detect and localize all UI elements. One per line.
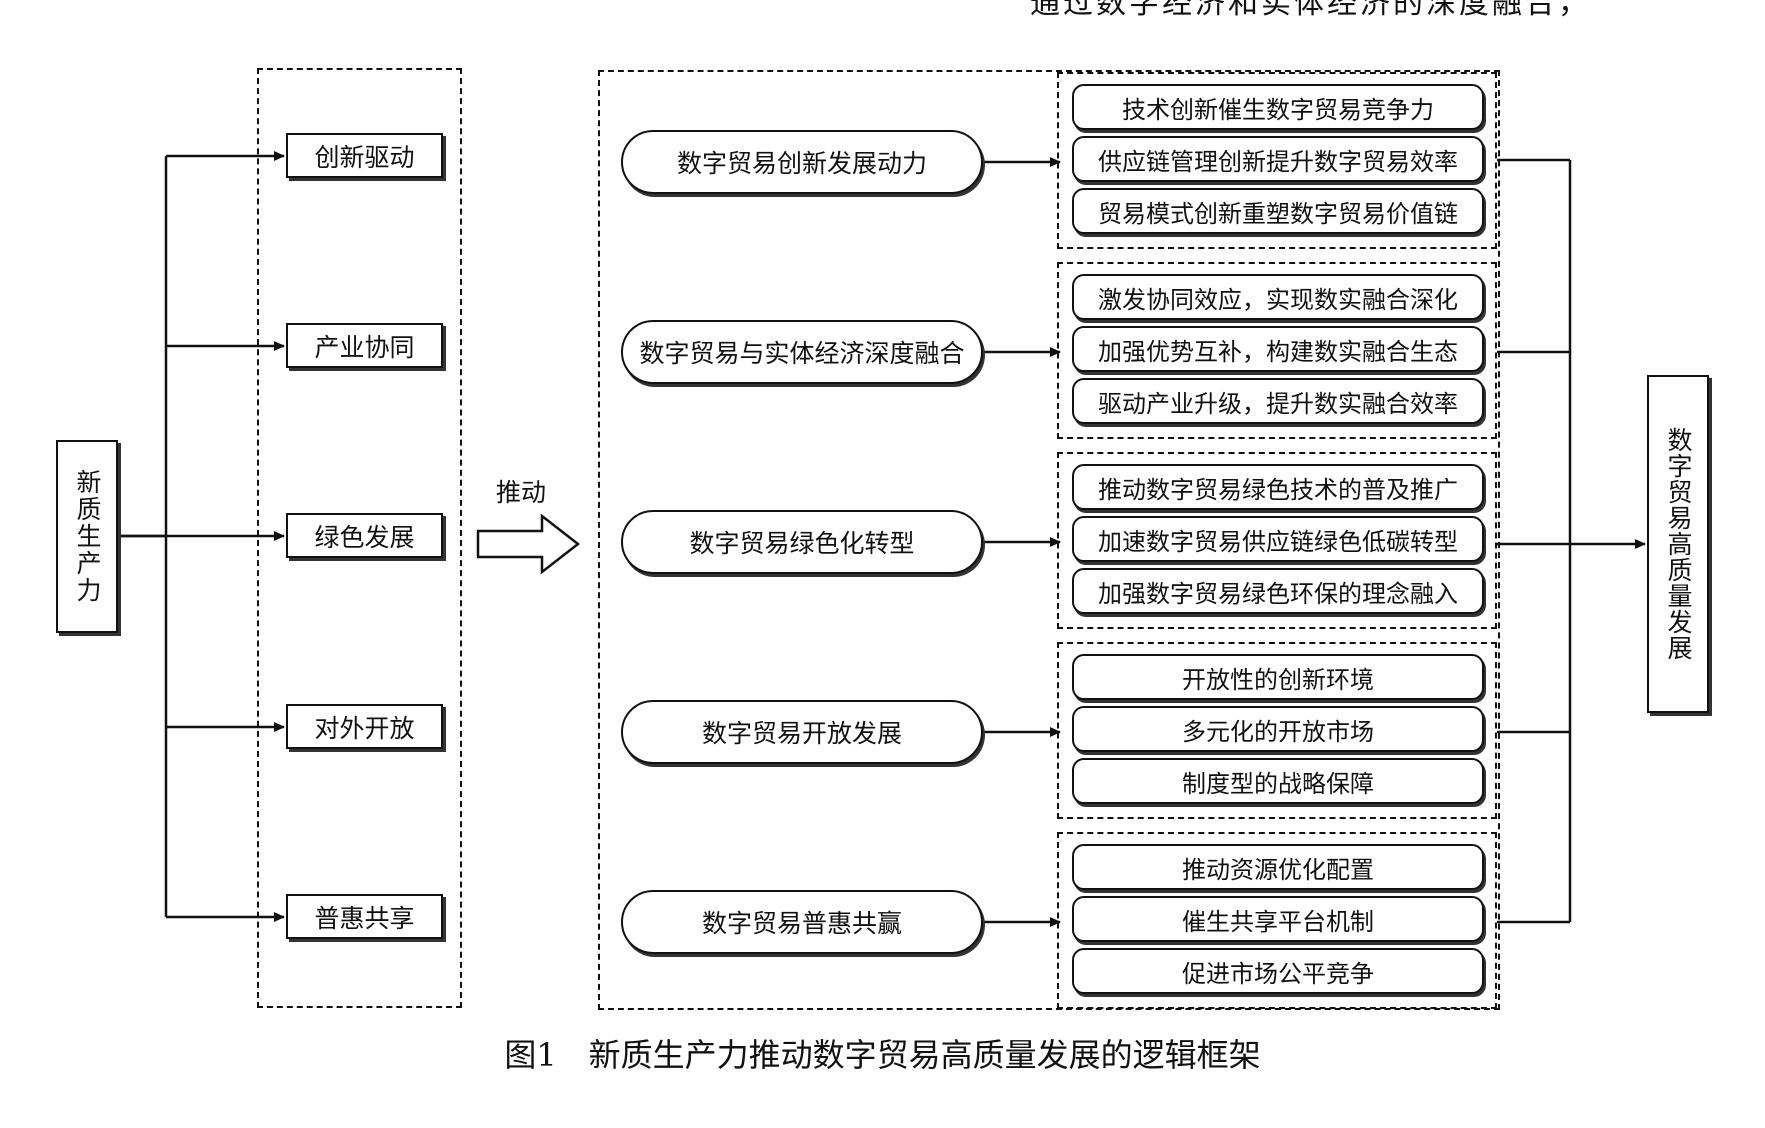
outcome-group <box>1057 262 1497 439</box>
outcome-box: 多元化的开放市场 <box>1072 706 1484 752</box>
source-node: 新质生产力 <box>56 440 118 633</box>
outcome-box: 技术创新催生数字贸易竞争力 <box>1072 84 1484 130</box>
factor-box: 产业协同 <box>286 323 443 368</box>
outcome-box: 驱动产业升级，提升数实融合效率 <box>1072 378 1484 424</box>
outcome-box: 催生共享平台机制 <box>1072 896 1484 942</box>
path-pill: 数字贸易开放发展 <box>621 700 983 764</box>
outcome-box: 推动资源优化配置 <box>1072 844 1484 890</box>
outcome-group <box>1057 72 1497 249</box>
outcome-box: 开放性的创新环境 <box>1072 654 1484 700</box>
outcome-box: 加强优势互补，构建数实融合生态 <box>1072 326 1484 372</box>
push-arrow-icon <box>476 513 581 575</box>
factor-group <box>257 68 462 1008</box>
push-label: 推动 <box>496 478 547 507</box>
path-pill: 数字贸易与实体经济深度融合 <box>621 320 983 384</box>
outcome-box: 加速数字贸易供应链绿色低碳转型 <box>1072 516 1484 562</box>
target-node: 数字贸易高质量发展 <box>1647 375 1709 713</box>
outcome-box: 制度型的战略保障 <box>1072 758 1484 804</box>
outcome-box: 激发协同效应，实现数实融合深化 <box>1072 274 1484 320</box>
factor-box: 普惠共享 <box>286 894 443 939</box>
path-pill: 数字贸易普惠共赢 <box>621 890 983 954</box>
outcome-box: 加强数字贸易绿色环保的理念融入 <box>1072 568 1484 614</box>
path-pill: 数字贸易创新发展动力 <box>621 130 983 194</box>
paths-container <box>598 70 1500 1010</box>
factor-box: 对外开放 <box>286 704 443 749</box>
outcome-group <box>1057 832 1497 1009</box>
outcome-group <box>1057 452 1497 629</box>
outcome-box: 促进市场公平竞争 <box>1072 948 1484 994</box>
factor-box: 创新驱动 <box>286 133 443 178</box>
factor-box: 绿色发展 <box>286 513 443 558</box>
outcome-box: 推动数字贸易绿色技术的普及推广 <box>1072 464 1484 510</box>
outcome-box: 贸易模式创新重塑数字贸易价值链 <box>1072 188 1484 234</box>
figure-caption: 图1 新质生产力推动数字贸易高质量发展的逻辑框架 <box>504 1036 1261 1074</box>
header-fragment: 通过数字经济和实体经济的深度融合， <box>1030 0 1591 18</box>
outcome-box: 供应链管理创新提升数字贸易效率 <box>1072 136 1484 182</box>
outcome-group <box>1057 642 1497 819</box>
path-pill: 数字贸易绿色化转型 <box>621 510 983 574</box>
